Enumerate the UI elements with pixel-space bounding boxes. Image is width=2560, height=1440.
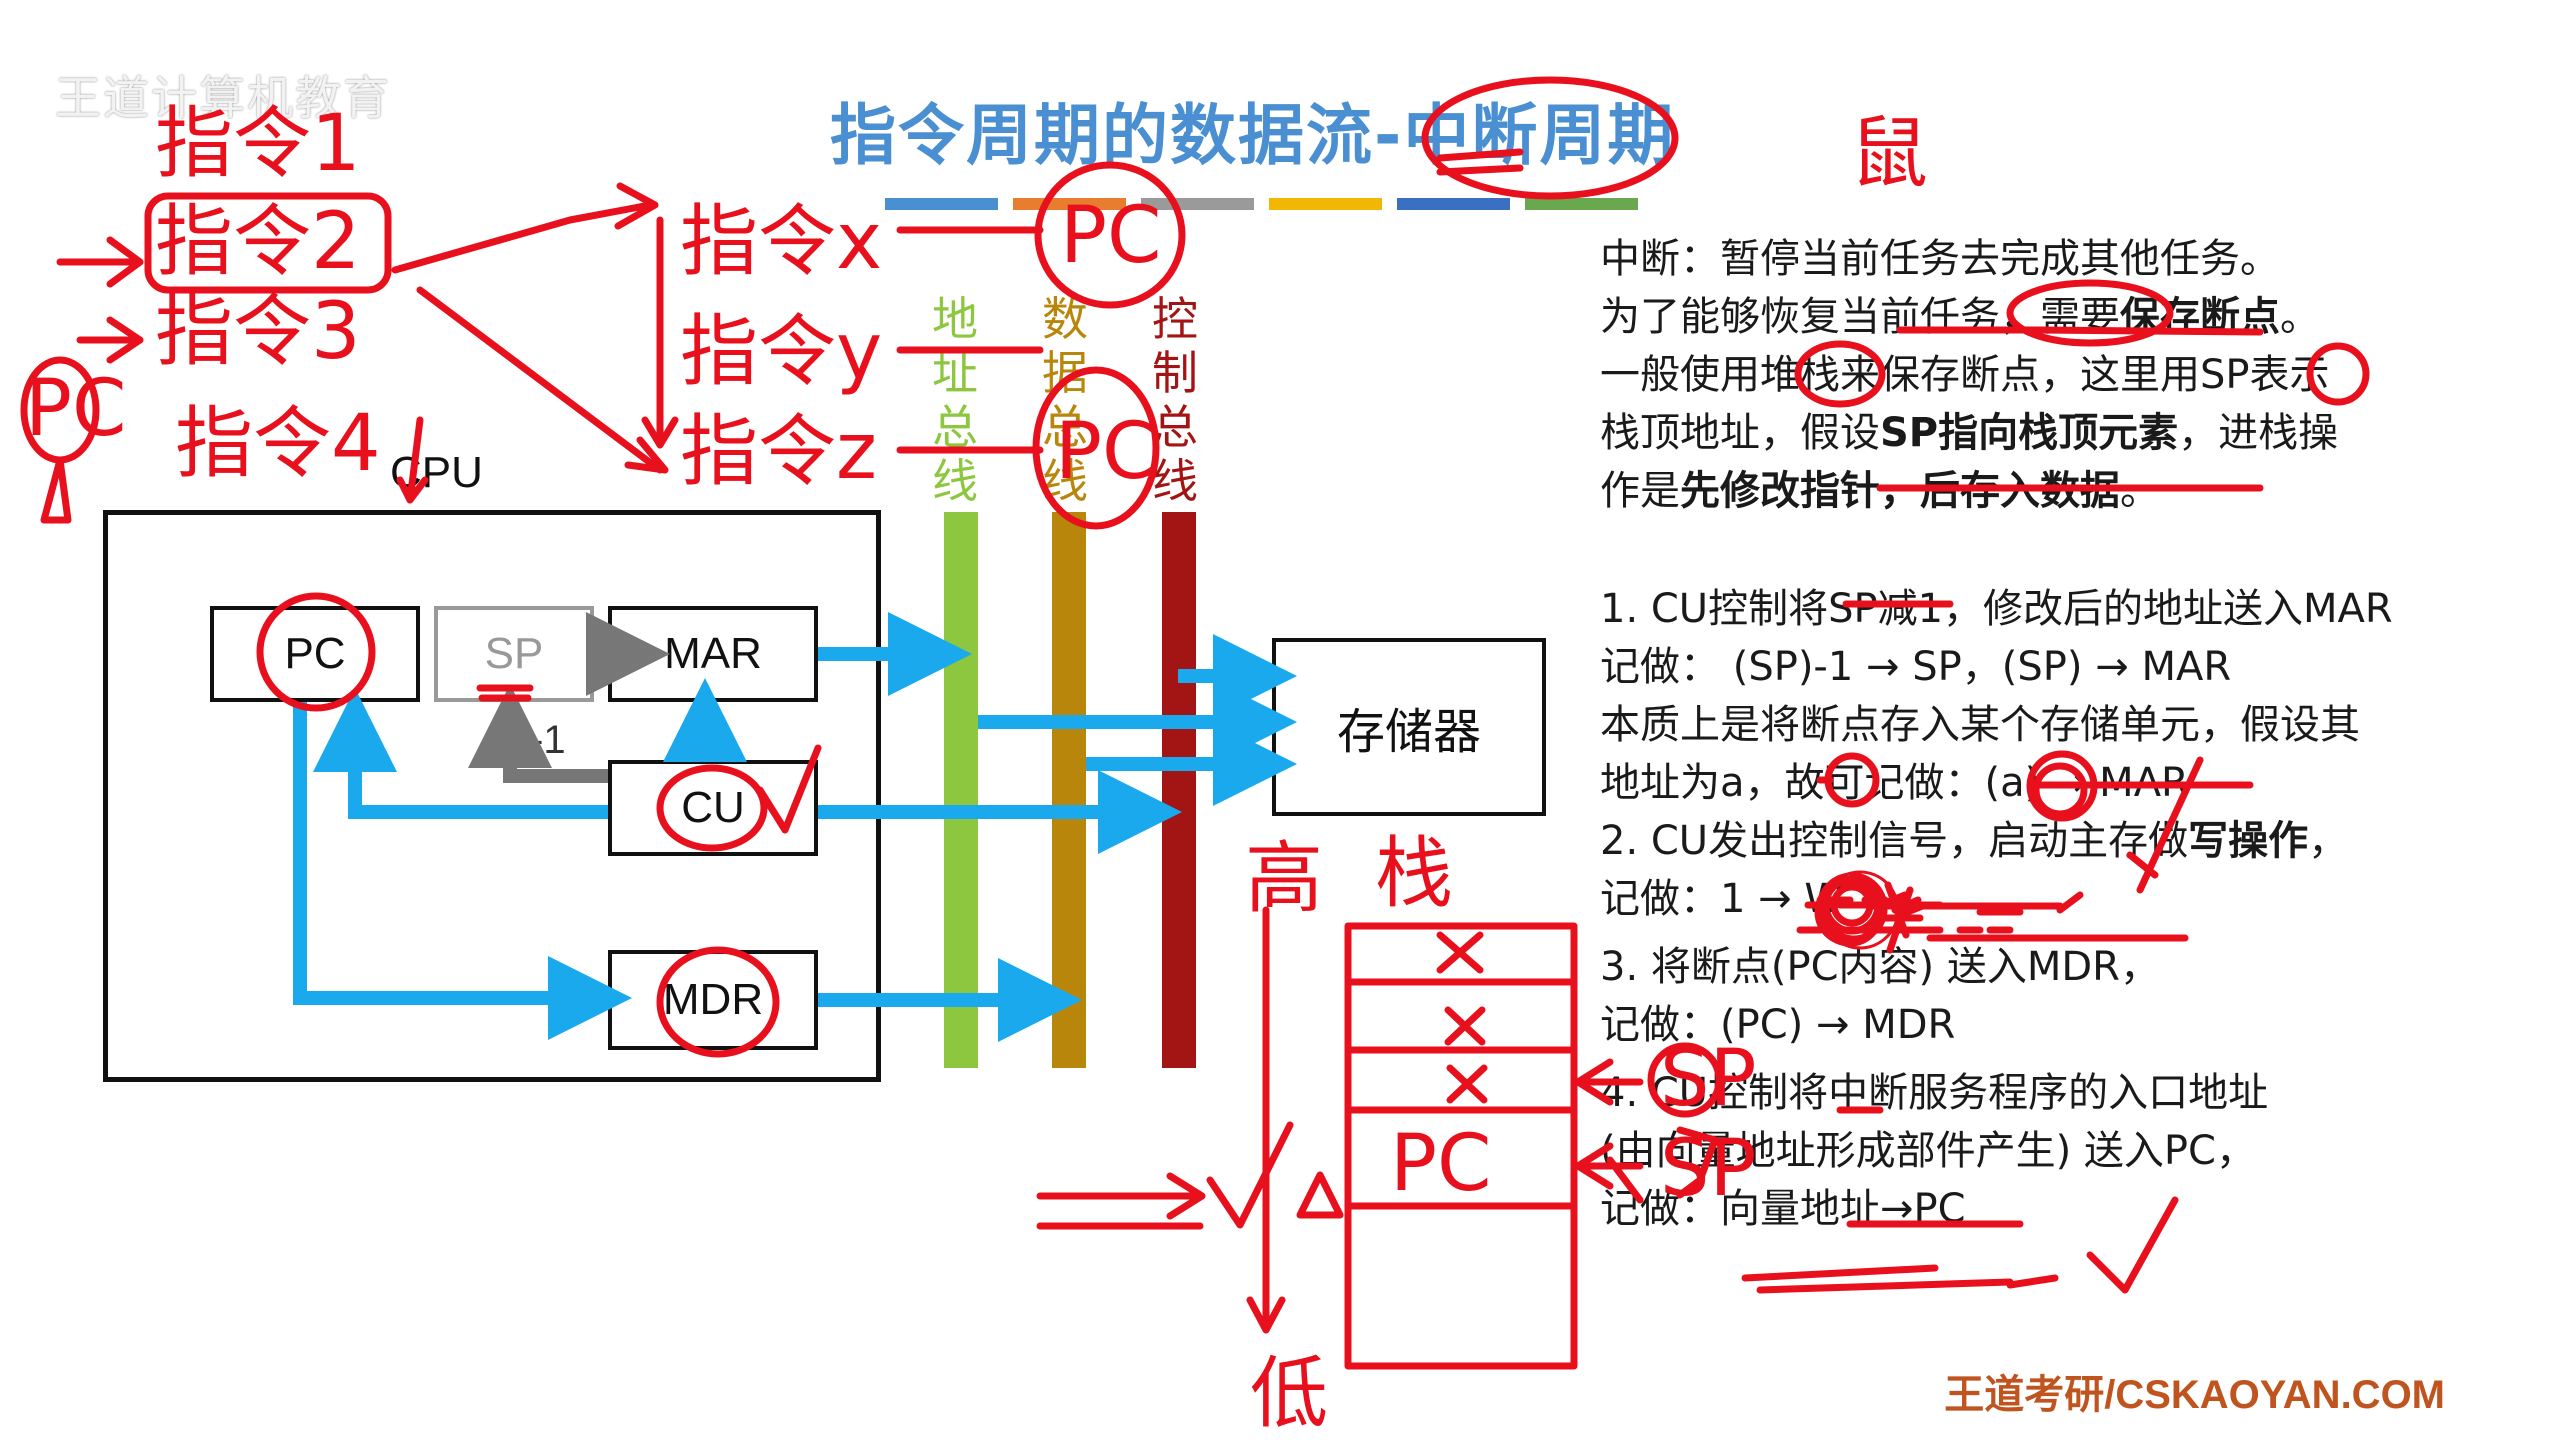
title-stripe	[885, 198, 998, 210]
cpu-label: CPU	[390, 448, 483, 497]
data-bus-label: 数据总线	[1042, 292, 1088, 508]
steps-text: 1. CU控制将SP减1，修改后的地址送入MAR 记做： (SP)-1 → SP…	[1600, 580, 2393, 1238]
data-bus	[1052, 512, 1086, 1068]
explanation-line: 栈顶地址，假设SP指向栈顶元素，进栈操	[1600, 410, 2339, 456]
step-line: 3. 将断点(PC内容) 送入MDR，	[1600, 944, 2160, 990]
explanation-line: 中断：暂停当前任务去完成其他任务。	[1600, 236, 2280, 282]
hw-glyph: 低	[1250, 1349, 1328, 1439]
control-bus-label: 控制总线	[1152, 292, 1198, 508]
brand-footer: 王道考研/CSKAOYAN.COM	[1944, 1373, 2445, 1417]
memory-box: 存储器	[1272, 638, 1546, 816]
hw-glyph: 高	[1245, 834, 1323, 924]
hw-glyph: 指令z	[680, 407, 877, 497]
title-stripe	[1141, 198, 1254, 210]
step-line: (由向量地址形成部件产生) 送入PC，	[1600, 1128, 2256, 1174]
step-line: 地址为a，故可记做：(a) → MAR	[1600, 760, 2189, 806]
hw-glyph: PC	[1390, 1119, 1492, 1209]
title-stripe	[1013, 198, 1126, 210]
watermark: 王道计算机教育	[55, 71, 391, 125]
address-bus-label: 地址总线	[932, 292, 978, 508]
address-bus	[944, 512, 978, 1068]
step-line: 2. CU发出控制信号，启动主存做写操作，	[1600, 818, 2349, 864]
pc-register: PC	[210, 606, 420, 702]
hw-glyph: 指令x	[680, 197, 882, 287]
explanation-line: 一般使用堆栈来保存断点，这里用SP表示	[1600, 352, 2330, 398]
cu-unit: CU	[608, 760, 818, 856]
title-stripe	[1397, 198, 1510, 210]
step-line: 记做：1 → W	[1600, 876, 1844, 922]
title-stripe	[1269, 198, 1382, 210]
minus-one-label: -1	[530, 718, 566, 762]
hw-glyph: 指令2	[155, 197, 361, 287]
explanation-line: 为了能够恢复当前任务，需要保存断点。	[1600, 294, 2320, 340]
hw-glyph: PC	[25, 364, 127, 454]
step-line: 记做：(PC) → MDR	[1600, 1002, 1956, 1048]
hw-glyph: 鼠	[1850, 109, 1928, 199]
mar-register: MAR	[608, 606, 818, 702]
page-title: 指令周期的数据流-中断周期	[830, 97, 1676, 174]
control-bus	[1162, 512, 1196, 1068]
hw-glyph: 指令y	[680, 307, 882, 397]
hw-glyph: 指令3	[155, 287, 361, 377]
mdr-register: MDR	[608, 950, 818, 1050]
sp-register: SP	[434, 606, 594, 702]
step-line: 4. CU控制将中断服务程序的入口地址	[1600, 1070, 2269, 1116]
step-line: 记做： (SP)-1 → SP，(SP) → MAR	[1600, 644, 2232, 690]
step-line: 记做：向量地址→PC	[1600, 1186, 1966, 1232]
explanation-line: 作是先修改指针，后存入数据。	[1600, 468, 2160, 514]
explanation-text: 中断：暂停当前任务去完成其他任务。 为了能够恢复当前任务，需要保存断点。 一般使…	[1600, 230, 2338, 520]
hw-glyph: 指令4	[175, 399, 381, 489]
title-stripe	[1525, 198, 1638, 210]
cpu-frame	[103, 510, 881, 1082]
step-line: 1. CU控制将SP减1，修改后的地址送入MAR	[1600, 586, 2393, 632]
step-line: 本质上是将断点存入某个存储单元，假设其	[1600, 702, 2360, 748]
hw-glyph: 栈	[1375, 829, 1453, 919]
